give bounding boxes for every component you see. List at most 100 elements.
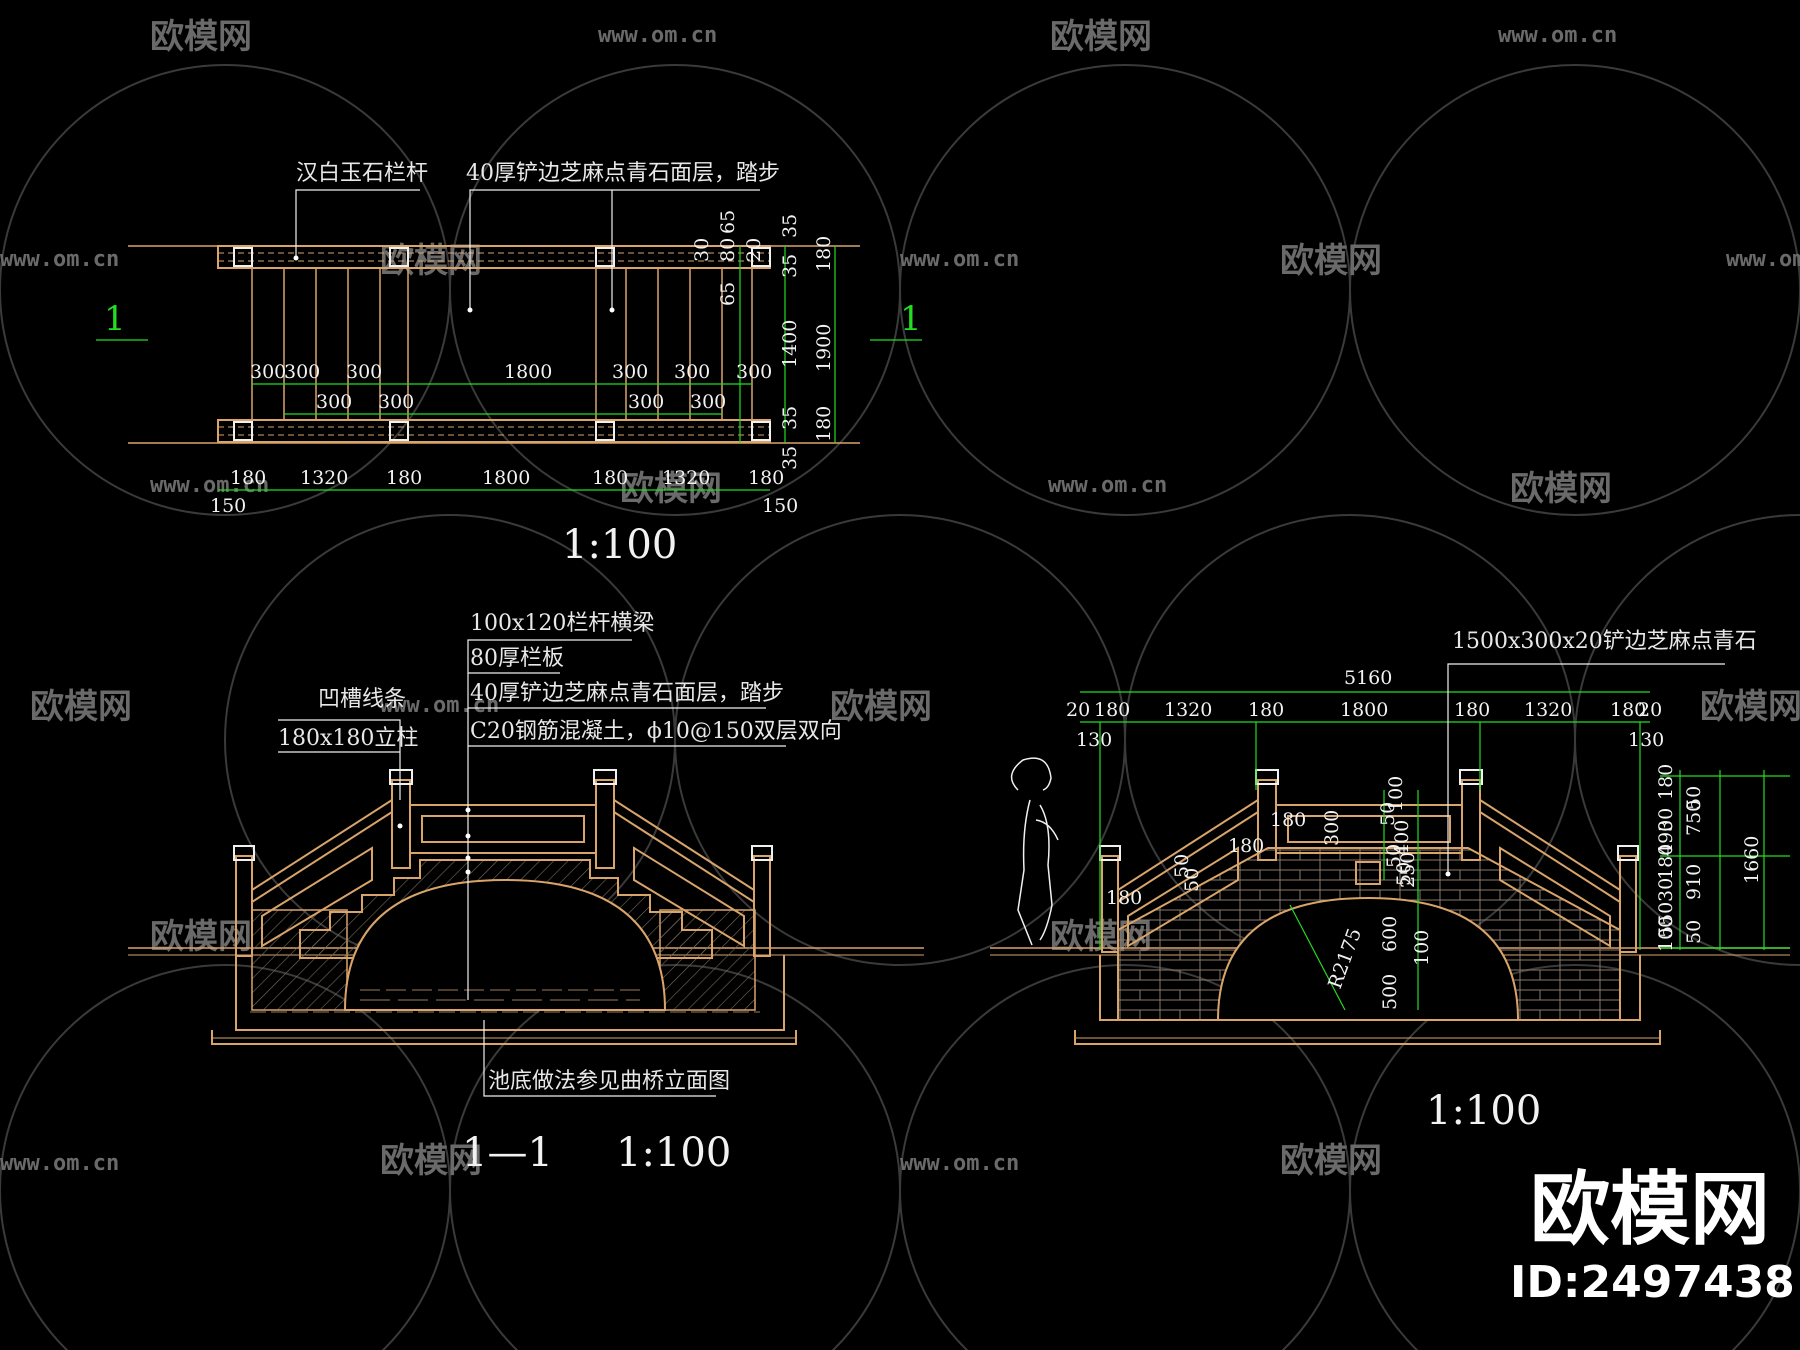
section-label-groove: 凹槽线条 (318, 687, 406, 712)
elevation-dim-top: 20 (1638, 699, 1662, 721)
plan-spacing-top: 300 (736, 361, 772, 383)
watermark-logos: 欧模网欧模网欧模网欧模网欧模网欧模网欧模网欧模网欧模网欧模网欧模网欧模网欧模网w… (0, 17, 1800, 1181)
watermark-url: www.om.cn (150, 473, 269, 498)
elevation-right-dim-a: 490 (1655, 820, 1677, 856)
watermark-logo: 欧模网 (30, 687, 132, 727)
section-label-panel: 80厚栏板 (470, 646, 564, 671)
plan-spacing-top: 300 (284, 361, 320, 383)
elevation-dim-top: 1800 (1340, 699, 1388, 721)
elevation-dim-inner: 50 (1383, 844, 1405, 868)
watermark-logo: 欧模网 (1510, 469, 1612, 509)
plan-spacing-top: 1800 (504, 361, 552, 383)
plan-side-dim-a: 65 (717, 210, 739, 234)
elevation-right-dim-a: 100 (1655, 916, 1677, 952)
elevation-dim-top: 180 (1610, 699, 1646, 721)
elevation-dim-inner: 50 (1171, 854, 1193, 878)
brand-id: ID:2497438 (1510, 1257, 1795, 1308)
watermark-circle (1349, 64, 1800, 516)
elevation-dim-inner: 400 (1391, 820, 1413, 856)
plan-side-dim-b: 35 (779, 406, 801, 430)
elevation-dim-inner: 180 (1228, 835, 1264, 857)
plan-side-dim-c: 1900 (813, 324, 835, 372)
plan-view (96, 189, 922, 491)
plan-end-dim: 150 (762, 495, 798, 517)
watermark-logo: 欧模网 (1050, 17, 1152, 57)
watermark-circle (0, 64, 451, 516)
elevation-dim-top: 180 (1454, 699, 1490, 721)
plan-side-dim-b: 35 (779, 214, 801, 238)
plan-spacing-bottom: 300 (690, 391, 726, 413)
watermark-url: www.om.cn (1498, 23, 1617, 48)
elevation-dim-inner: 300 (1321, 810, 1343, 846)
plan-side-dim-b: 1400 (779, 320, 801, 368)
elevation-right-dim-b: 50 (1683, 786, 1705, 810)
watermark-url: www.om.cn (0, 1151, 119, 1176)
watermark-url: www.om.cn (900, 1151, 1019, 1176)
plan-spacing-bottom: 300 (316, 391, 352, 413)
plan-side-dim-a: 20 (743, 238, 765, 262)
plan-label-railing: 汉白玉石栏杆 (296, 161, 428, 186)
watermark-url: www.om.cn (900, 247, 1019, 272)
plan-spacing-top: 300 (612, 361, 648, 383)
section-title: 1—1 (462, 1130, 553, 1176)
watermark-url: www.om.cn (598, 23, 717, 48)
elevation-right-dim-a: 180 (1655, 844, 1677, 880)
elevation-sub-dim: 130 (1628, 729, 1664, 751)
section-label-beam: 100x120栏杆横梁 (470, 611, 654, 636)
elevation-dim-top: 180 (1248, 699, 1284, 721)
watermark-url: www.om.cn (380, 693, 499, 718)
section-mark-left: 1 (104, 299, 126, 339)
elevation-right-dim-a: 180 (1655, 764, 1677, 800)
plan-label-deck: 40厚铲边芝麻点青石面层，踏步 (466, 161, 780, 186)
plan-side-dim-a: 65 (717, 282, 739, 306)
elevation-right-dim-b: 910 (1683, 864, 1705, 900)
watermark-circles (0, 64, 1800, 1350)
watermark-logo: 欧模网 (830, 687, 932, 727)
elevation-right-dim-b: 50 (1683, 920, 1705, 944)
elevation-dim-top: 20 (1066, 699, 1090, 721)
elevation-dim-top: 180 (1094, 699, 1130, 721)
plan-spacing-top: 300 (346, 361, 382, 383)
elevation-right-dim-a: 30 (1655, 878, 1677, 902)
section-label-concrete: C20钢筋混凝土，ϕ10@150双层双向 (470, 719, 842, 744)
elevation-scale: 1:100 (1426, 1088, 1541, 1134)
plan-side-dim-b: 35 (779, 446, 801, 470)
plan-end-dim: 150 (210, 495, 246, 517)
plan-side-dim-b: 35 (779, 254, 801, 278)
elevation-right-dim-a: 550 (1655, 902, 1677, 938)
elevation-dim-inner: 50 (1393, 862, 1415, 886)
elevation-sub-dim: 130 (1076, 729, 1112, 751)
elevation-dim-inner: 50 (1377, 802, 1399, 826)
elevation-dim-inner: 180 (1106, 887, 1142, 909)
plan-dim-bottom: 180 (748, 467, 784, 489)
section-label-post: 180x180立柱 (278, 726, 418, 751)
watermark-logo: 欧模网 (150, 17, 252, 57)
watermark-url: www.om.cn (1726, 247, 1800, 272)
plan-spacing-bottom: 300 (628, 391, 664, 413)
elevation-dim-inner: 250 (1397, 852, 1419, 888)
elevation-right-dim-b: 750 (1683, 800, 1705, 836)
plan-side-dim-c: 180 (813, 406, 835, 442)
plan-side-dim-c: 180 (813, 236, 835, 272)
plan-side-dim-a: 80 (717, 238, 739, 262)
watermark-url: www.om.cn (1048, 473, 1167, 498)
watermark-circle (899, 64, 1351, 516)
watermark-logo: 欧模网 (380, 1141, 482, 1181)
elevation-right-dim-a: 30 (1655, 808, 1677, 832)
plan-dim-bottom: 1320 (300, 467, 348, 489)
plan-dim-bottom: 180 (386, 467, 422, 489)
elevation-dim-top: 1320 (1164, 699, 1212, 721)
plan-scale: 1:100 (562, 522, 677, 568)
section-mark-right: 1 (900, 299, 922, 339)
watermark-logo: 欧模网 (620, 469, 722, 509)
plan-side-dim-a: 30 (691, 238, 713, 262)
plan-spacing-top: 300 (674, 361, 710, 383)
elevation-right-total: 1660 (1741, 836, 1763, 884)
watermark-logo: 欧模网 (1700, 687, 1800, 727)
elevation-dim-inner: 600 (1379, 916, 1401, 952)
elevation-label-stone: 1500x300x20铲边芝麻点青石 (1452, 629, 1757, 654)
section-label-pond: 池底做法参见曲桥立面图 (488, 1069, 730, 1094)
